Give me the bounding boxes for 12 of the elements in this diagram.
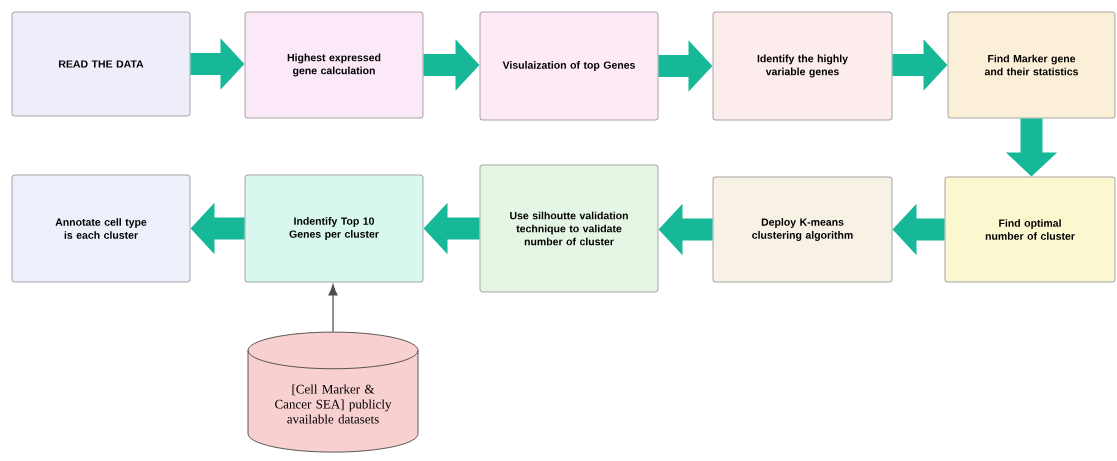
process-box: Find optimal number of cluster bbox=[944, 176, 1116, 283]
process-box: Find Marker gene and their statistics bbox=[947, 11, 1116, 119]
process-box: Visulaization of top Genes bbox=[479, 11, 659, 121]
process-box: Use silhoutte validation technique to validate number of cluster bbox=[479, 164, 659, 293]
process-box: Indentify Top 10 Genes per cluster bbox=[244, 174, 424, 283]
process-box: Identify the highly variable genes bbox=[712, 11, 893, 121]
process-box: Annotate cell type is each cluster bbox=[11, 174, 191, 283]
process-box: Highest expressed gene calculation bbox=[244, 11, 424, 119]
arrow bbox=[328, 284, 338, 333]
process-box: Deploy K-means clustering algorithm bbox=[712, 176, 893, 283]
database-cylinder: [Cell Marker & Cancer SEA] publicly available datasets bbox=[247, 331, 419, 453]
process-box: READ THE DATA bbox=[11, 11, 191, 117]
